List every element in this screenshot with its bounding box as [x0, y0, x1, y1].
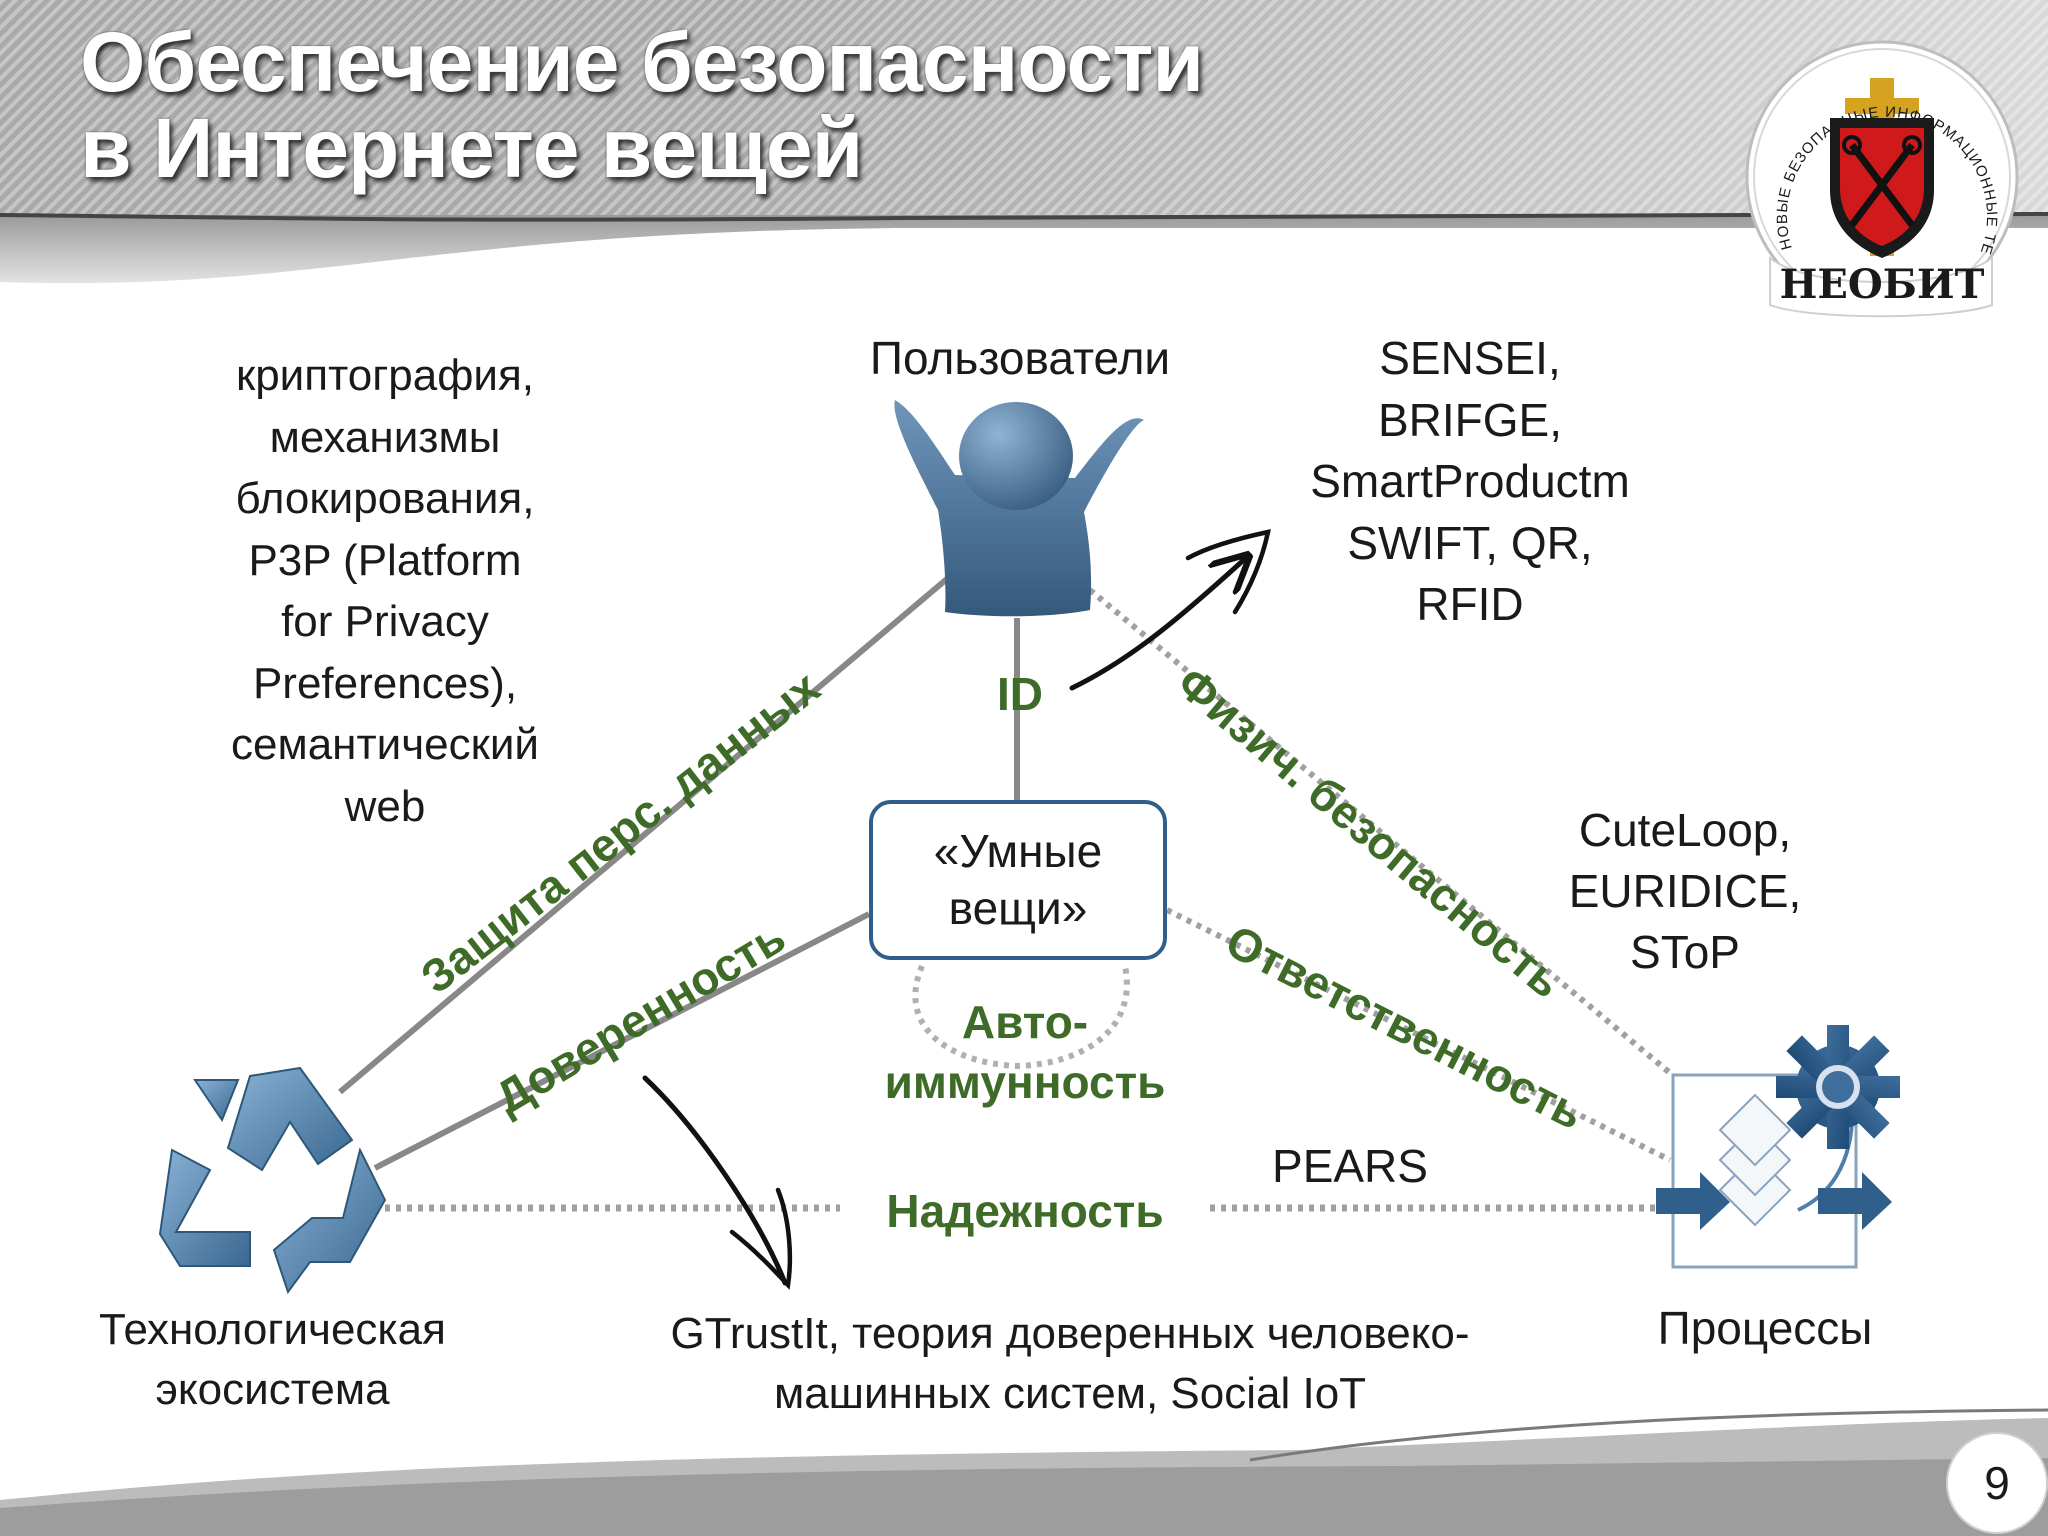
slide-title-line-2: в Интернете вещей [80, 101, 863, 195]
crypto-line: for Privacy [281, 597, 489, 646]
reliability-label: Надежность [840, 1185, 1210, 1238]
arrow-to-gtrust [642, 1075, 788, 1286]
project-line: RFID [1416, 578, 1524, 630]
project-line: SENSEI, [1379, 332, 1561, 384]
crypto-line: Preferences), [252, 658, 518, 708]
project-line: SmartProductm [1310, 455, 1630, 507]
project-right-line: SToP [1630, 926, 1740, 978]
auto-immunity-line: иммунность [884, 1056, 1166, 1108]
project-right-line: EURIDICE, [1568, 865, 1802, 917]
smart-things-line: «Умные [933, 824, 1103, 877]
slide-title-line-1: Обеспечение безопасности [80, 15, 1204, 109]
arrow-to-projects [1069, 556, 1248, 691]
project-right-line: CuteLoop, [1578, 804, 1792, 856]
users-label: Пользователи [869, 332, 1171, 384]
crypto-line: криптография, [235, 351, 535, 400]
eco-label: Технологическая экосистема [40, 1300, 505, 1420]
arrow-head-sketch-2 [729, 1187, 793, 1290]
connection-lines [338, 575, 1678, 1212]
eco-line: экосистема [155, 1365, 390, 1414]
crypto-list: криптография, механизмы блокирования, P3… [170, 345, 600, 837]
id-label: ID [997, 668, 1043, 720]
crypto-line: блокирования, [235, 474, 535, 523]
footer-band [0, 1408, 2048, 1536]
smart-things-box: «Умные вещи» [869, 800, 1167, 960]
arrow-head-sketch [1185, 529, 1271, 615]
project-line: BRIFGE, [1377, 393, 1563, 446]
crypto-line: семантический [230, 720, 540, 769]
processes-gear-icon [1656, 1025, 1900, 1269]
recycle-icon [158, 1066, 387, 1295]
smart-things-line: вещи» [948, 882, 1088, 934]
gtrust-line: машинных систем, Social IoT [773, 1369, 1367, 1418]
gtrust-label: GTrustIt, теория доверенных человеко- ма… [560, 1304, 1580, 1424]
project-line: SWIFT, QR, [1347, 516, 1593, 569]
crypto-line: web [344, 781, 426, 831]
auto-immunity-label: Авто- иммунность [840, 992, 1210, 1112]
crypto-line: P3P (Platform [248, 535, 522, 585]
processes-label: Процессы [1657, 1302, 1873, 1354]
eco-line: Технологическая [99, 1305, 446, 1354]
gtrust-line: GTrustIt, теория доверенных человеко- [670, 1309, 1470, 1358]
crypto-line: механизмы [269, 412, 501, 462]
page-number: 9 [1946, 1432, 2048, 1534]
projects-right-list: CuteLoop, EURIDICE, SToP [1530, 800, 1840, 983]
auto-immunity-line: Авто- [961, 996, 1089, 1048]
users-person-icon [894, 400, 1144, 617]
logo-brand-text: НЕОБИТ [1780, 261, 1985, 308]
projects-top-list: SENSEI, BRIFGE, SmartProductm SWIFT, QR,… [1270, 328, 1670, 636]
header-band [0, 0, 2048, 284]
pears-label: PEARS [1272, 1140, 1428, 1192]
